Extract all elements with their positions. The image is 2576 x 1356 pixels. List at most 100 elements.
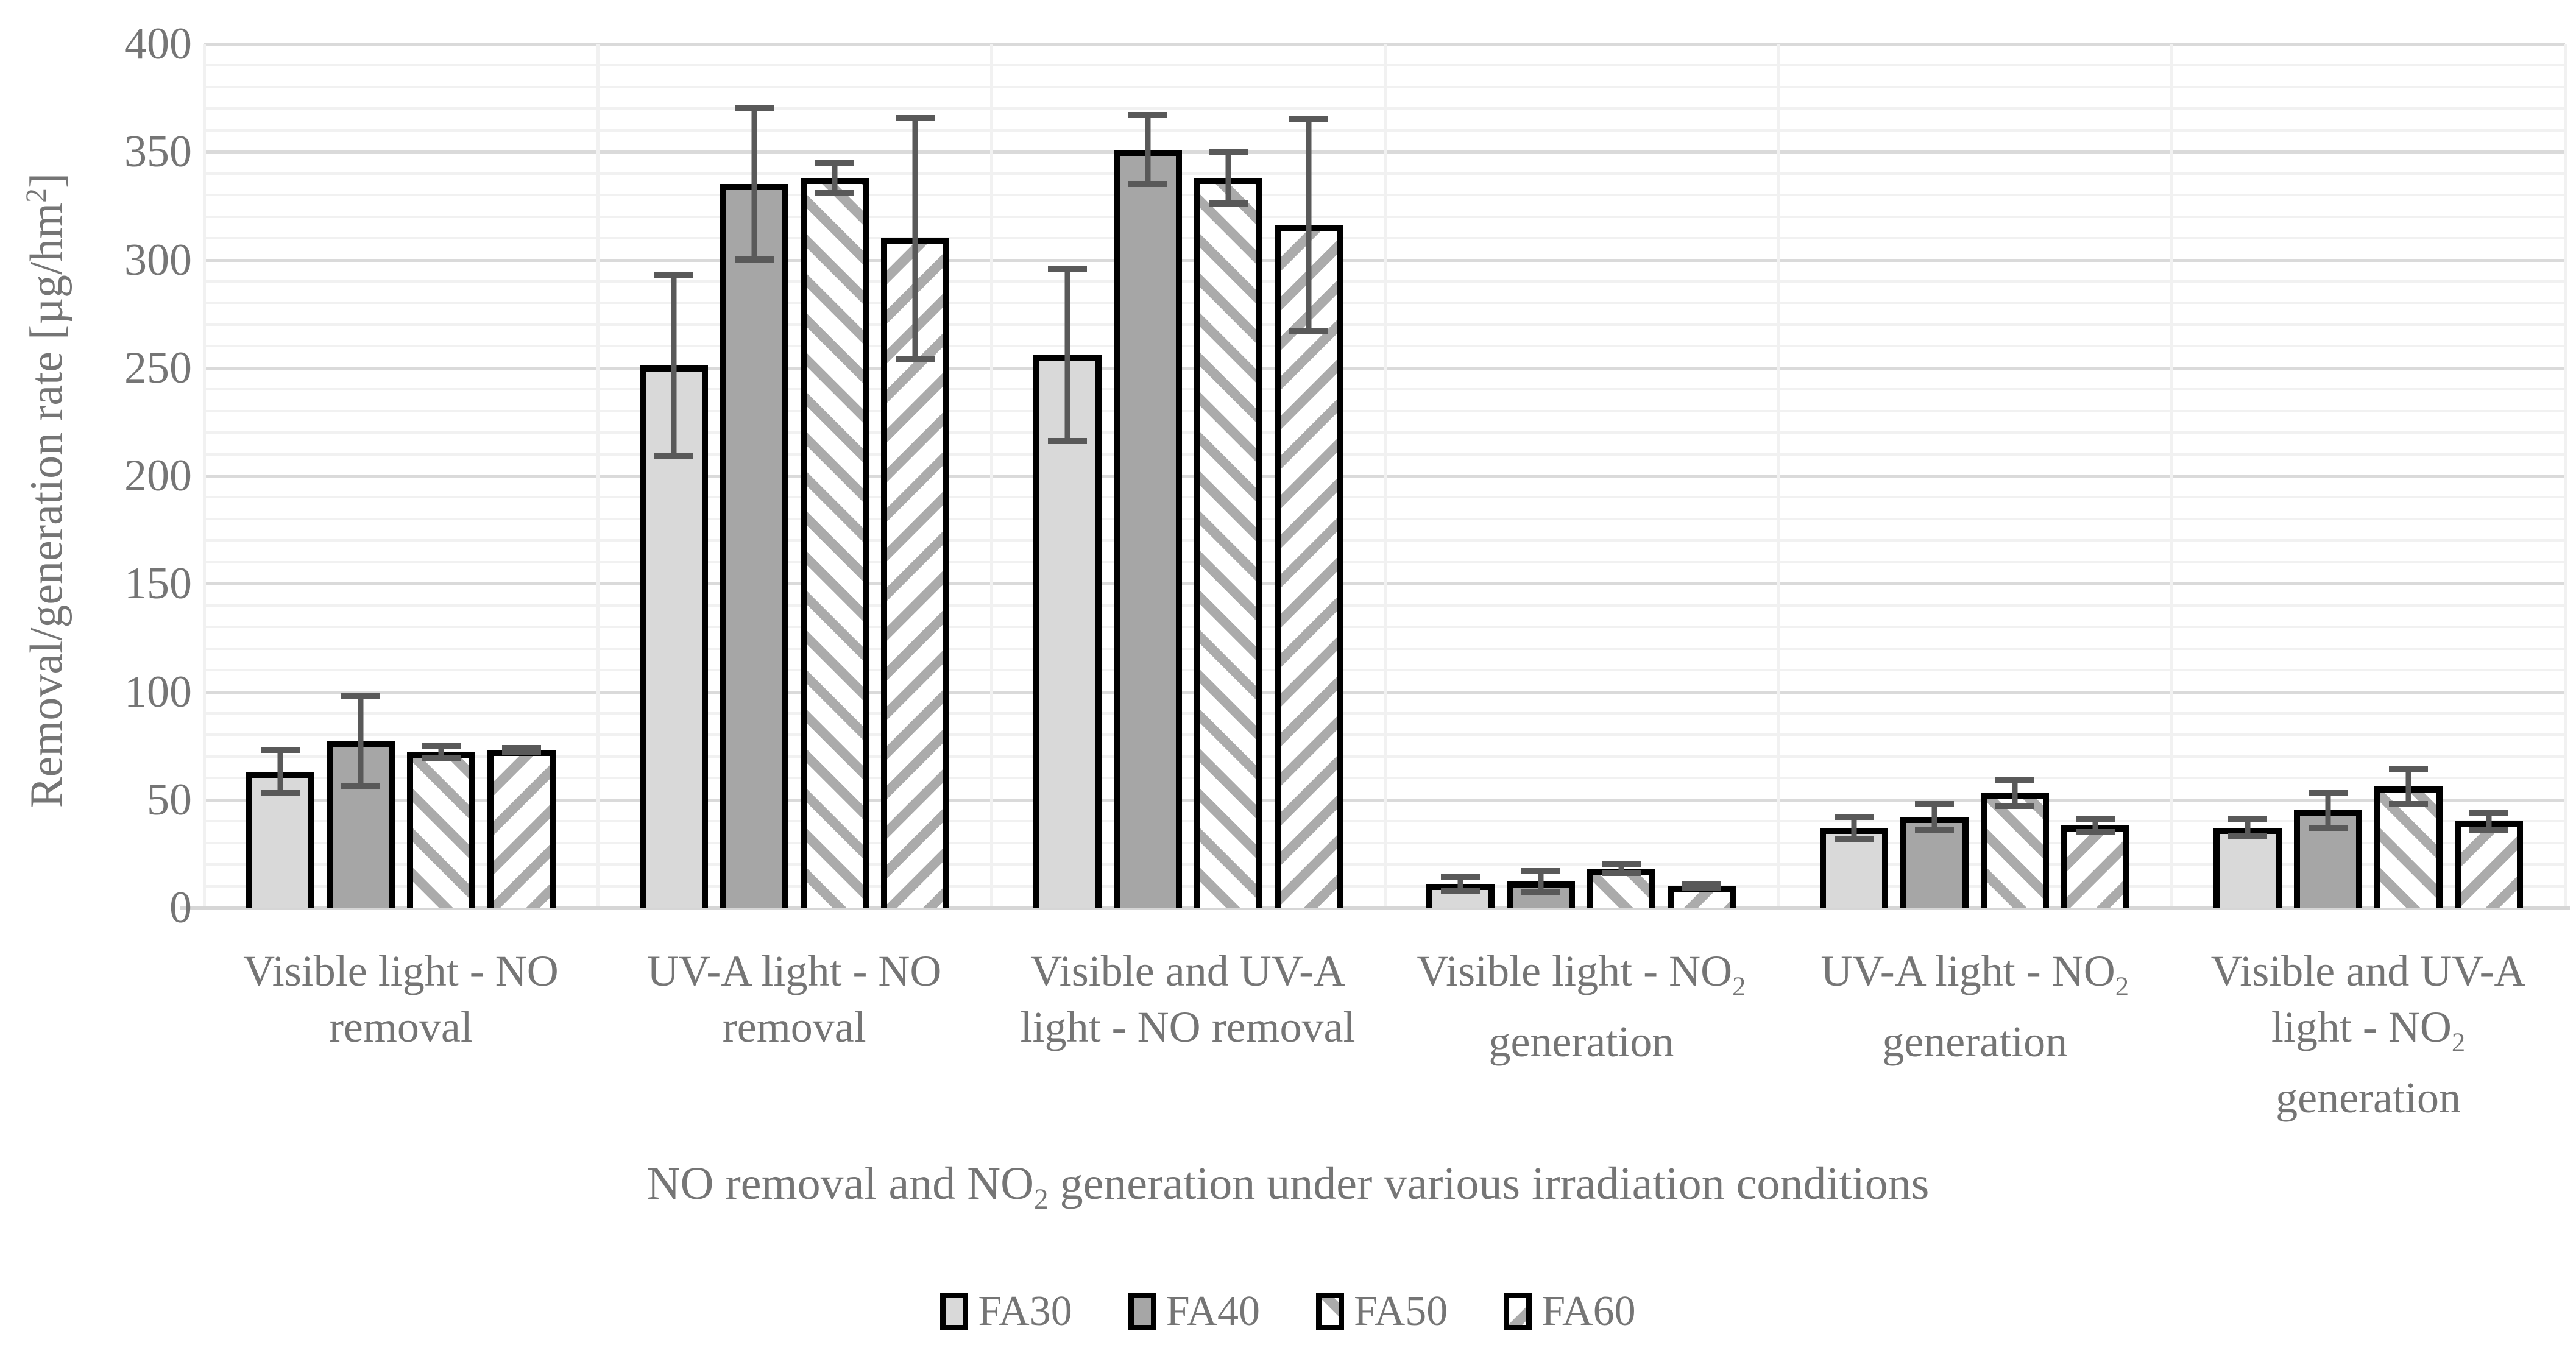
gridline-vertical [1383,44,1387,908]
error-bar-stem [2092,819,2098,832]
error-bar-cap-top [1835,814,1874,821]
error-bar-cap-bottom [2469,827,2509,833]
bar-FA30-category-6 [2213,828,2282,908]
error-bar-cap-bottom [1995,803,2035,810]
error-bar-FA50-category-2 [815,159,854,196]
gridline-vertical [989,44,993,908]
error-bar-stem [912,117,918,359]
gridline-vertical [2564,44,2567,908]
error-bar-stem [1145,115,1151,185]
error-bar-cap-bottom [341,783,380,790]
error-bar-FA60-category-4 [1682,881,1722,892]
error-bar-FA30-category-3 [1047,265,1087,445]
error-bar-cap-bottom [1047,438,1087,445]
y-tick-label-150: 150 [124,559,192,609]
error-bar-cap-top [895,114,935,121]
error-bar-stem [2012,780,2018,807]
y-tick-label-300: 300 [124,235,192,285]
error-bar-cap-bottom [501,749,541,755]
error-bar-FA60-category-5 [2076,816,2115,835]
error-bar-stem [2405,769,2411,804]
error-bar-stem [438,746,444,759]
error-bar-cap-top [2076,816,2115,822]
error-bar-cap-bottom [2309,824,2348,831]
error-bar-FA40-category-2 [734,105,774,263]
error-bar-cap-bottom [734,256,774,263]
error-bar-cap-bottom [815,189,854,196]
error-bar-stem [2325,793,2331,828]
error-bar-FA50-category-5 [1995,777,2035,810]
error-bar-cap-bottom [1835,835,1874,842]
error-bar-stem [1931,803,1937,830]
error-bar-FA60-category-6 [2469,810,2509,833]
error-bar-cap-top [1915,800,1955,807]
error-bar-stem [1306,119,1312,331]
bar-FA50-category-5 [1981,793,2050,908]
error-bar-stem [2486,813,2492,830]
legend-item-FA50: FA50 [1316,1290,1448,1333]
legend-item-FA40: FA40 [1128,1290,1260,1333]
error-bar-cap-bottom [1915,827,1955,833]
error-bar-cap-bottom [1682,885,1722,892]
error-bar-stem [1225,152,1231,204]
error-bar-FA30-category-1 [260,747,300,797]
y-tick-label-200: 200 [124,451,192,501]
error-bar-cap-top [1047,265,1087,272]
error-bar-cap-bottom [1441,887,1481,894]
error-bar-cap-bottom [2389,800,2429,807]
error-bar-FA30-category-5 [1835,814,1874,842]
error-bar-FA40-category-1 [341,693,380,790]
error-bar-cap-top [421,743,461,749]
error-bar-cap-top [1441,874,1481,881]
y-tick-label-100: 100 [124,666,192,717]
error-bar-cap-top [1995,777,2035,783]
error-bar-cap-top [1289,116,1328,123]
bar-FA40-category-2 [720,184,788,908]
error-bar-FA50-category-4 [1602,861,1641,877]
plot-area [180,43,2570,910]
error-bar-FA30-category-2 [654,272,693,460]
legend-label-FA30: FA30 [978,1288,1072,1335]
bar-FA50-category-2 [800,178,869,908]
bar-FA60-category-3 [1274,225,1343,908]
error-bar-cap-top [2309,790,2348,797]
gridline-vertical [2170,44,2174,908]
error-bar-stem [1538,870,1544,893]
legend-marker-FA30 [940,1293,969,1330]
gridline-vertical [203,44,206,908]
bar-FA60-category-5 [2061,825,2130,908]
error-bar-FA40-category-5 [1915,800,1955,833]
error-bar-stem [751,108,757,260]
legend-label-FA50: FA50 [1354,1288,1448,1335]
error-bar-FA50-category-1 [421,743,461,762]
legend-marker-FA40 [1128,1293,1156,1330]
bar-FA40-category-3 [1113,150,1182,908]
error-bar-cap-bottom [654,453,693,460]
error-bar-FA30-category-6 [2228,816,2268,839]
y-tick-label-400: 400 [124,19,192,69]
y-tick-label-0: 0 [169,883,192,933]
legend-item-FA30: FA30 [940,1290,1072,1333]
error-bar-cap-bottom [421,755,461,762]
error-bar-cap-top [815,159,854,166]
error-bar-cap-bottom [260,790,300,797]
x-axis-line [180,906,2570,910]
error-bar-cap-top [2389,766,2429,773]
bar-FA30-category-3 [1033,355,1102,908]
error-bar-cap-bottom [1208,200,1248,207]
error-bar-cap-top [1602,861,1641,868]
error-bar-FA40-category-6 [2309,790,2348,831]
error-bar-cap-top [1521,867,1561,874]
error-bar-cap-top [2228,816,2268,822]
error-bar-cap-top [2469,810,2509,816]
legend-label-FA60: FA60 [1541,1288,1636,1335]
error-bar-stem [1618,864,1624,874]
legend-marker-FA60 [1504,1293,1532,1330]
error-bar-cap-bottom [1521,889,1561,896]
error-bar-cap-top [260,747,300,754]
error-bar-cap-top [501,744,541,751]
